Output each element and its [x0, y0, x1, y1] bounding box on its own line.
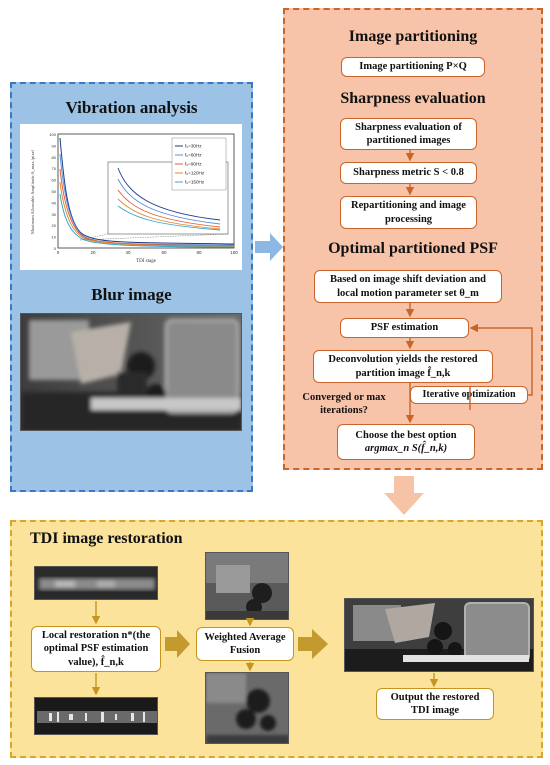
x-axis-label: TDI stage — [136, 259, 157, 264]
deconvolution-box: Deconvolution yields the restored partit… — [313, 350, 493, 383]
legend-entry: f₀=60Hz — [185, 153, 202, 158]
y-tick: 40 — [52, 200, 57, 205]
y-tick: 10 — [52, 235, 57, 240]
series-line — [59, 137, 235, 245]
local-restoration-box: Local restoration n*(the optimal PSF est… — [31, 626, 161, 672]
series-line — [59, 193, 235, 248]
y-tick: 0 — [54, 246, 57, 251]
y-tick: 20 — [52, 223, 57, 228]
vibration-analysis-title: Vibration analysis — [65, 98, 198, 117]
tdi-restoration-title: TDI image restoration — [30, 530, 183, 547]
down-arrow-icon — [384, 476, 424, 515]
legend-entry: f₀=30Hz — [185, 144, 202, 149]
blur-image — [20, 313, 242, 431]
legend-entry: f₀=120Hz — [185, 171, 205, 176]
legend-entry: f₀=90Hz — [185, 162, 202, 167]
x-tick: 60 — [161, 250, 167, 255]
y-tick: 60 — [52, 178, 57, 183]
y-tick: 100 — [49, 132, 56, 137]
blur-image-title: Blur image — [91, 285, 172, 304]
x-tick: 80 — [196, 250, 202, 255]
y-tick: 70 — [52, 166, 57, 171]
optimal-psf-title: Optimal partitioned PSF — [328, 240, 498, 257]
y-tick: 80 — [52, 155, 57, 160]
legend-entry: f₀=150Hz — [185, 180, 205, 185]
fusion-input-image-top — [205, 552, 289, 620]
repartitioning-box: Repartitioning and image processing — [340, 196, 477, 229]
series-line — [59, 181, 235, 247]
argmax-formula: argmax_n S(f̂_n,k) — [364, 443, 448, 454]
sharpness-evaluation-title: Sharpness evaluation — [340, 90, 486, 107]
y-tick: 30 — [52, 212, 57, 217]
y-axis-label: Maximum Allowable Amplitude A_max /pixel — [30, 149, 35, 234]
right-arrow-icon — [255, 233, 283, 261]
y-tick: 90 — [52, 143, 57, 148]
best-option-label: Choose the best option — [355, 429, 457, 441]
blurred-strip-image — [34, 566, 158, 600]
restored-output-image — [344, 598, 534, 672]
best-option-box: Choose the best option argmax_n S(f̂_n,k… — [337, 424, 475, 460]
x-tick: 100 — [230, 250, 238, 255]
partition-box: Image partitioning P×Q — [341, 57, 485, 77]
output-box: Output the restored TDI image — [376, 688, 494, 720]
x-tick: 20 — [90, 250, 96, 255]
sharpness-metric-box: Sharpness metric S < 0.8 — [340, 162, 477, 184]
x-tick: 0 — [57, 250, 60, 255]
restored-strip-image — [34, 697, 158, 735]
shift-deviation-box: Based on image shift deviation and local… — [314, 270, 502, 303]
sharpness-eval-box: Sharpness evaluation of partitioned imag… — [340, 118, 477, 150]
weighted-fusion-box: Weighted Average Fusion — [196, 627, 294, 661]
series-line — [59, 168, 235, 247]
converged-label: Converged or max iterations? — [302, 392, 386, 416]
iterative-optimization-box: Iterative optimization — [410, 386, 528, 404]
image-partitioning-title: Image partitioning — [348, 28, 478, 45]
vibration-chart: 0 10 20 30 40 50 60 70 80 90 100 0 20 40… — [20, 124, 242, 270]
psf-estimation-box: PSF estimation — [340, 318, 469, 338]
x-tick: 40 — [125, 250, 131, 255]
y-tick: 50 — [52, 189, 57, 194]
fusion-input-image-bottom — [205, 672, 289, 744]
